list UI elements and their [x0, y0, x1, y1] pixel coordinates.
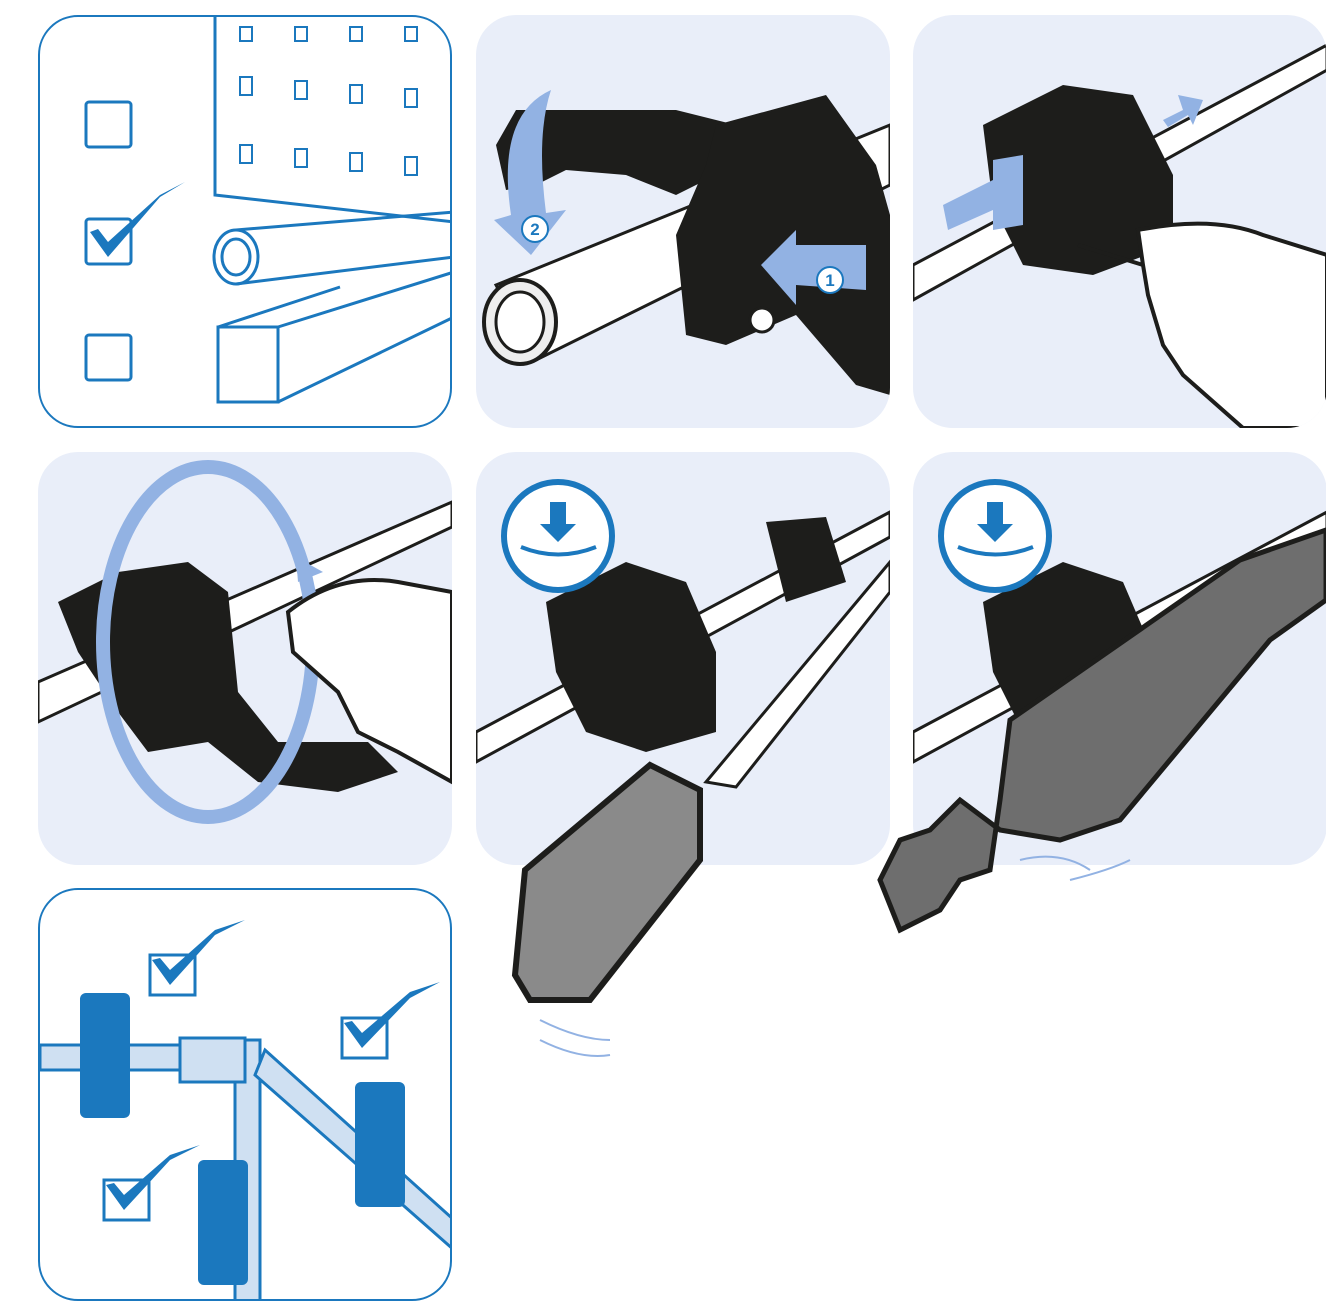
step-badge-2	[521, 215, 549, 243]
clamp-jaw	[496, 110, 736, 195]
check-icon	[340, 1016, 389, 1060]
aluminium-profile	[216, 271, 450, 404]
wrench-shaft	[703, 559, 890, 789]
checked-checkbox-icon	[84, 217, 133, 266]
double-arrow-icon	[943, 95, 1203, 230]
svg-text:2: 2	[530, 220, 539, 239]
clamp-body	[546, 562, 716, 752]
step-power-ratchet-panel	[913, 452, 1326, 865]
pressure-icon	[938, 479, 1052, 593]
connector	[178, 1036, 247, 1084]
step-slide-position-panel	[913, 15, 1326, 428]
hand	[1135, 221, 1326, 428]
clamp	[198, 1160, 248, 1285]
step-badge-1	[816, 266, 844, 294]
step-torque-wrench-panel	[476, 452, 890, 865]
pressure-icon	[501, 479, 615, 593]
check-icon	[102, 1178, 151, 1222]
svg-text:1: 1	[825, 271, 834, 290]
checkbox-icon	[84, 100, 133, 149]
arrow-2-icon	[494, 90, 566, 255]
step-rotate-tighten-panel	[38, 452, 452, 865]
clamp	[355, 1082, 405, 1207]
hand	[285, 578, 452, 785]
diagonal-tube	[253, 1047, 450, 1249]
pegboard	[213, 17, 450, 224]
checkbox-icon	[84, 333, 133, 382]
step-assembly-result-panel	[38, 888, 452, 1301]
step-select-profile-panel	[38, 15, 452, 428]
clamp	[80, 993, 130, 1118]
check-icon	[148, 953, 197, 997]
clamp-body	[58, 562, 398, 792]
step-attach-clamp-panel: 2 1	[476, 15, 890, 428]
clamp-body	[983, 85, 1173, 275]
